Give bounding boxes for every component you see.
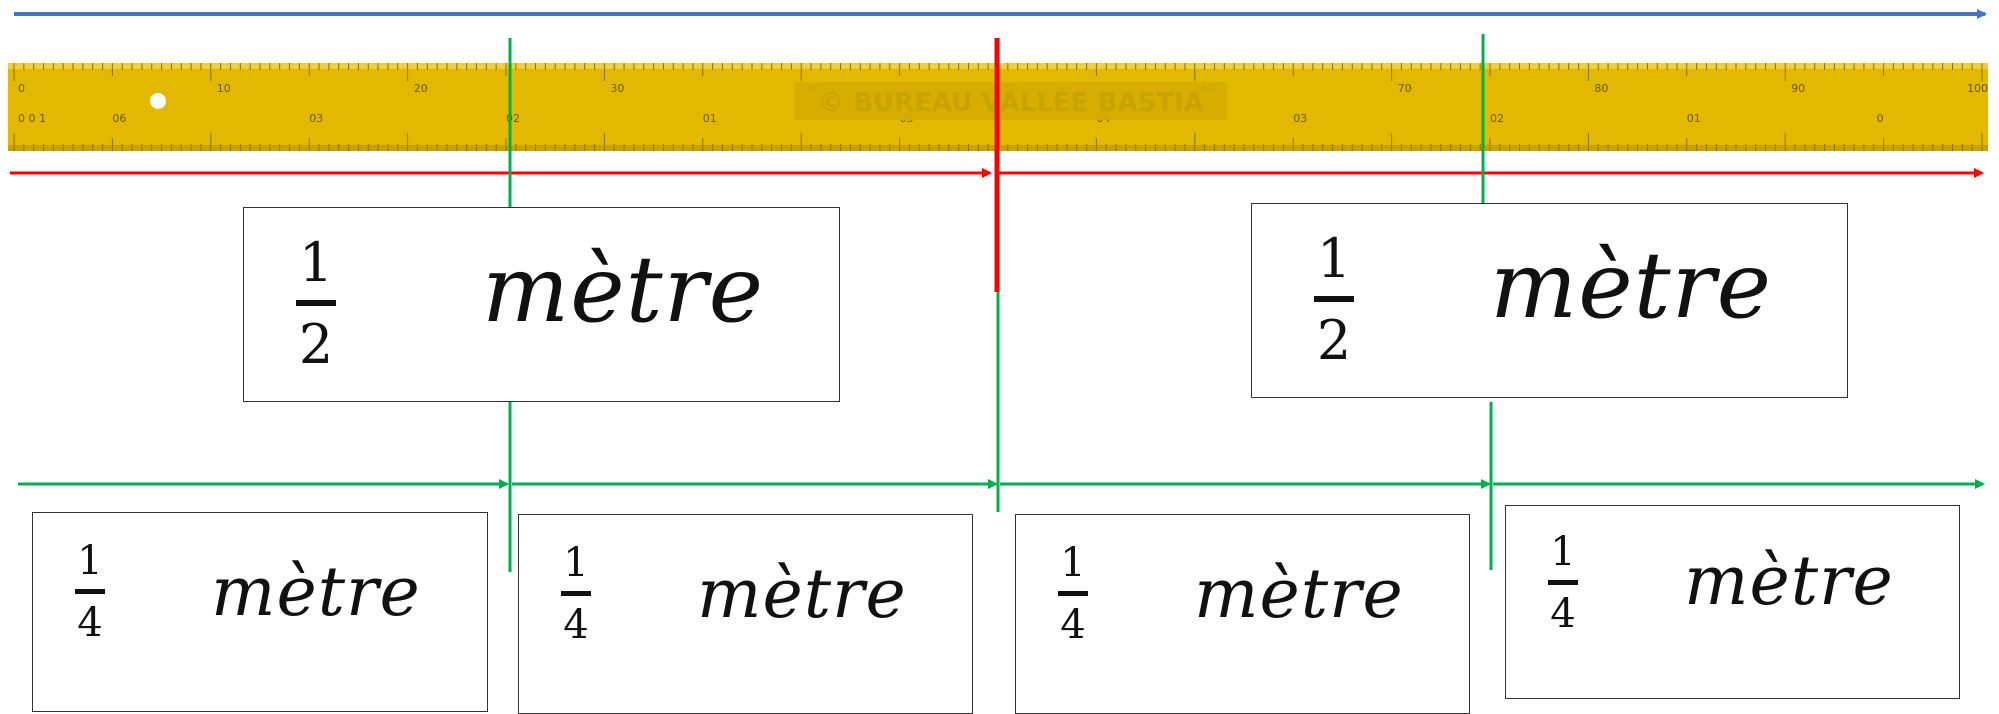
quarter-metre-card-4: 1 4 mètre	[1505, 505, 1960, 699]
ruler-label-top: 30	[610, 82, 624, 95]
quarter-metre-card-3: 1 4 mètre	[1015, 514, 1470, 714]
numerator: 1	[1060, 540, 1086, 586]
unit-word: mètre	[482, 236, 765, 343]
ruler-label-bottom: 06	[112, 112, 126, 125]
ruler-label-bottom: 03	[1293, 112, 1307, 125]
denominator: 4	[77, 600, 103, 646]
fraction-bar	[1548, 580, 1578, 585]
ruler-watermark: © BUREAU VALLÉE BASTIA	[818, 86, 1204, 118]
ruler-hole	[150, 93, 166, 109]
fraction-bar	[75, 589, 105, 594]
fraction: 1 4	[1548, 532, 1578, 634]
ruler-label-top: 80	[1594, 82, 1608, 95]
fraction: 1 4	[561, 543, 591, 645]
ruler-label-bottom: 01	[703, 112, 717, 125]
ruler-label-top: 70	[1398, 82, 1412, 95]
ruler-label-top: 0	[18, 82, 25, 95]
denominator: 2	[1316, 309, 1352, 372]
ruler-label-top: 90	[1791, 82, 1805, 95]
fraction: 1 4	[75, 541, 105, 643]
fraction-bar	[1314, 296, 1354, 302]
ruler-label-bottom: 02	[1490, 112, 1504, 125]
fraction-bar	[1058, 591, 1088, 596]
ruler-label-bottom: 02	[506, 112, 520, 125]
denominator: 4	[1060, 602, 1086, 648]
numerator: 1	[563, 540, 589, 586]
numerator: 1	[77, 538, 103, 584]
unit-word: mètre	[1684, 542, 1894, 621]
fraction-bar	[296, 300, 336, 306]
unit-word: mètre	[211, 553, 421, 632]
numerator: 1	[1316, 227, 1352, 290]
ruler-label-bottom: 01	[1687, 112, 1701, 125]
ruler-label-top: 10	[217, 82, 231, 95]
quarter-metre-card-2: 1 4 mètre	[518, 514, 973, 714]
ruler-label-top: 20	[414, 82, 428, 95]
ruler-label-bottom: 0	[1877, 112, 1884, 125]
half-metre-card-left: 1 2 mètre	[243, 207, 840, 402]
denominator: 4	[563, 602, 589, 648]
fraction: 1 2	[296, 236, 336, 372]
ruler-label-bottom: 03	[309, 112, 323, 125]
ruler-label-top: 100	[1967, 82, 1988, 95]
unit-word: mètre	[1490, 232, 1773, 339]
quarter-metre-card-1: 1 4 mètre	[32, 512, 488, 712]
unit-word: mètre	[697, 555, 907, 634]
ruler-label-bottom: 0 0 1	[18, 112, 46, 125]
fraction-bar	[561, 591, 591, 596]
numerator: 1	[1550, 529, 1576, 575]
fraction: 1 2	[1314, 232, 1354, 368]
half-metre-card-right: 1 2 mètre	[1251, 203, 1848, 398]
fraction: 1 4	[1058, 543, 1088, 645]
numerator: 1	[298, 231, 334, 294]
unit-word: mètre	[1194, 555, 1404, 634]
denominator: 2	[298, 313, 334, 376]
denominator: 4	[1550, 591, 1576, 637]
